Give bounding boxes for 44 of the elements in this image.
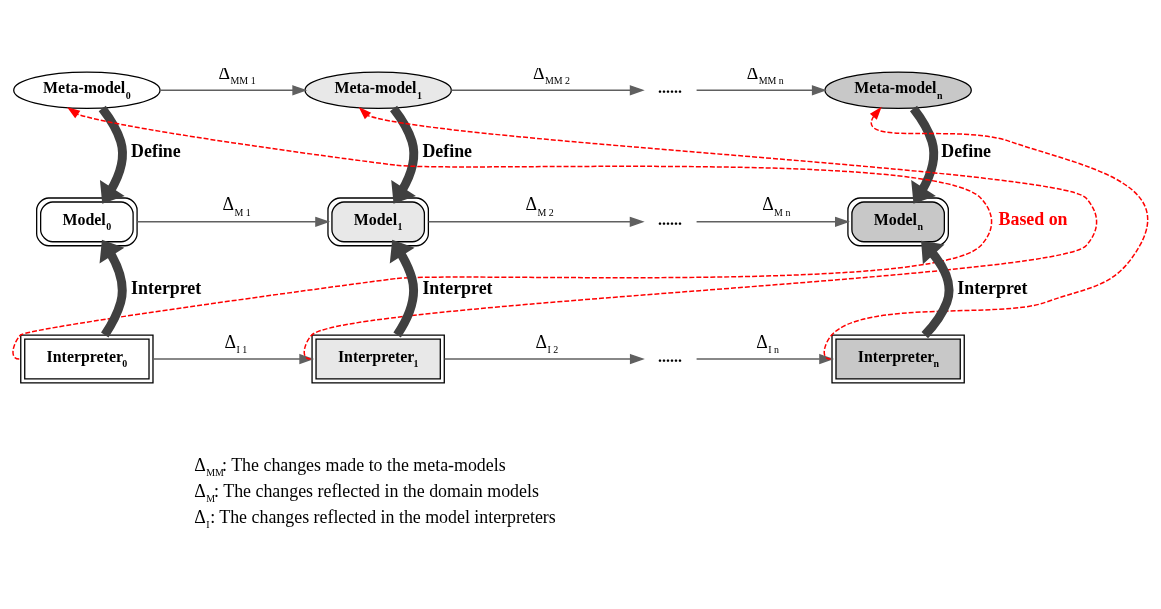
node-box: Model$_{1}$ — [327, 197, 430, 247]
arrow — [136, 216, 331, 228]
node-ellipse: Meta-model$_{0}$ — [13, 71, 161, 110]
arrow — [152, 353, 315, 365]
arrow — [99, 239, 127, 338]
node-text: ...... — [658, 347, 682, 365]
arrow — [450, 85, 645, 96]
edge-label: Define — [131, 140, 181, 161]
arrow — [909, 105, 939, 204]
node-box: Model$_{n}$ — [847, 197, 949, 247]
arrow — [443, 353, 645, 365]
label: Δ$_{M}$: The changes reflected in the domain models — [194, 480, 539, 505]
edge-label: Δ$_{M 2}$ — [525, 194, 554, 218]
edge-label: Define — [941, 140, 992, 161]
node-box: Interpreter$_{1}$ — [311, 334, 445, 384]
edge-label: Based on — [998, 209, 1068, 230]
edge-label: Δ$_{I n}$ — [756, 331, 779, 356]
edge-label: Interpret — [131, 277, 202, 298]
arrow — [159, 85, 308, 96]
arrow — [390, 105, 419, 204]
arrow — [427, 216, 645, 228]
node-ellipse: Meta-model$_{1}$ — [304, 71, 452, 110]
label: Δ$_{MM}$: The changes made to the meta-models — [194, 454, 506, 479]
arrow — [98, 105, 127, 204]
edge-label: Interpret — [957, 277, 1028, 298]
node-text: ...... — [658, 79, 682, 97]
edge-label: Δ$_{M 1}$ — [222, 194, 251, 218]
arrow — [695, 353, 835, 365]
edge-label: Δ$_{M n}$ — [762, 194, 791, 218]
node-box: Interpreter$_{0}$ — [20, 334, 154, 384]
edge-label: Δ$_{I 2}$ — [535, 331, 559, 356]
arrow — [823, 106, 1149, 360]
node-box: Interpreter$_{n}$ — [831, 334, 965, 384]
arrow — [695, 216, 850, 228]
arrow — [921, 240, 954, 339]
edge-label: Define — [422, 140, 473, 161]
node-text: ...... — [658, 210, 682, 228]
node-box: Model$_{0}$ — [36, 197, 138, 247]
arrow — [695, 85, 827, 96]
edge-label: Δ$_{I 1}$ — [224, 331, 248, 356]
arrow — [389, 239, 418, 338]
edge-label: Interpret — [422, 277, 493, 298]
node-ellipse: Meta-model$_{n}$ — [824, 71, 972, 110]
label: Δ$_{I}$: The changes reflected in the model interpreters — [194, 506, 556, 531]
